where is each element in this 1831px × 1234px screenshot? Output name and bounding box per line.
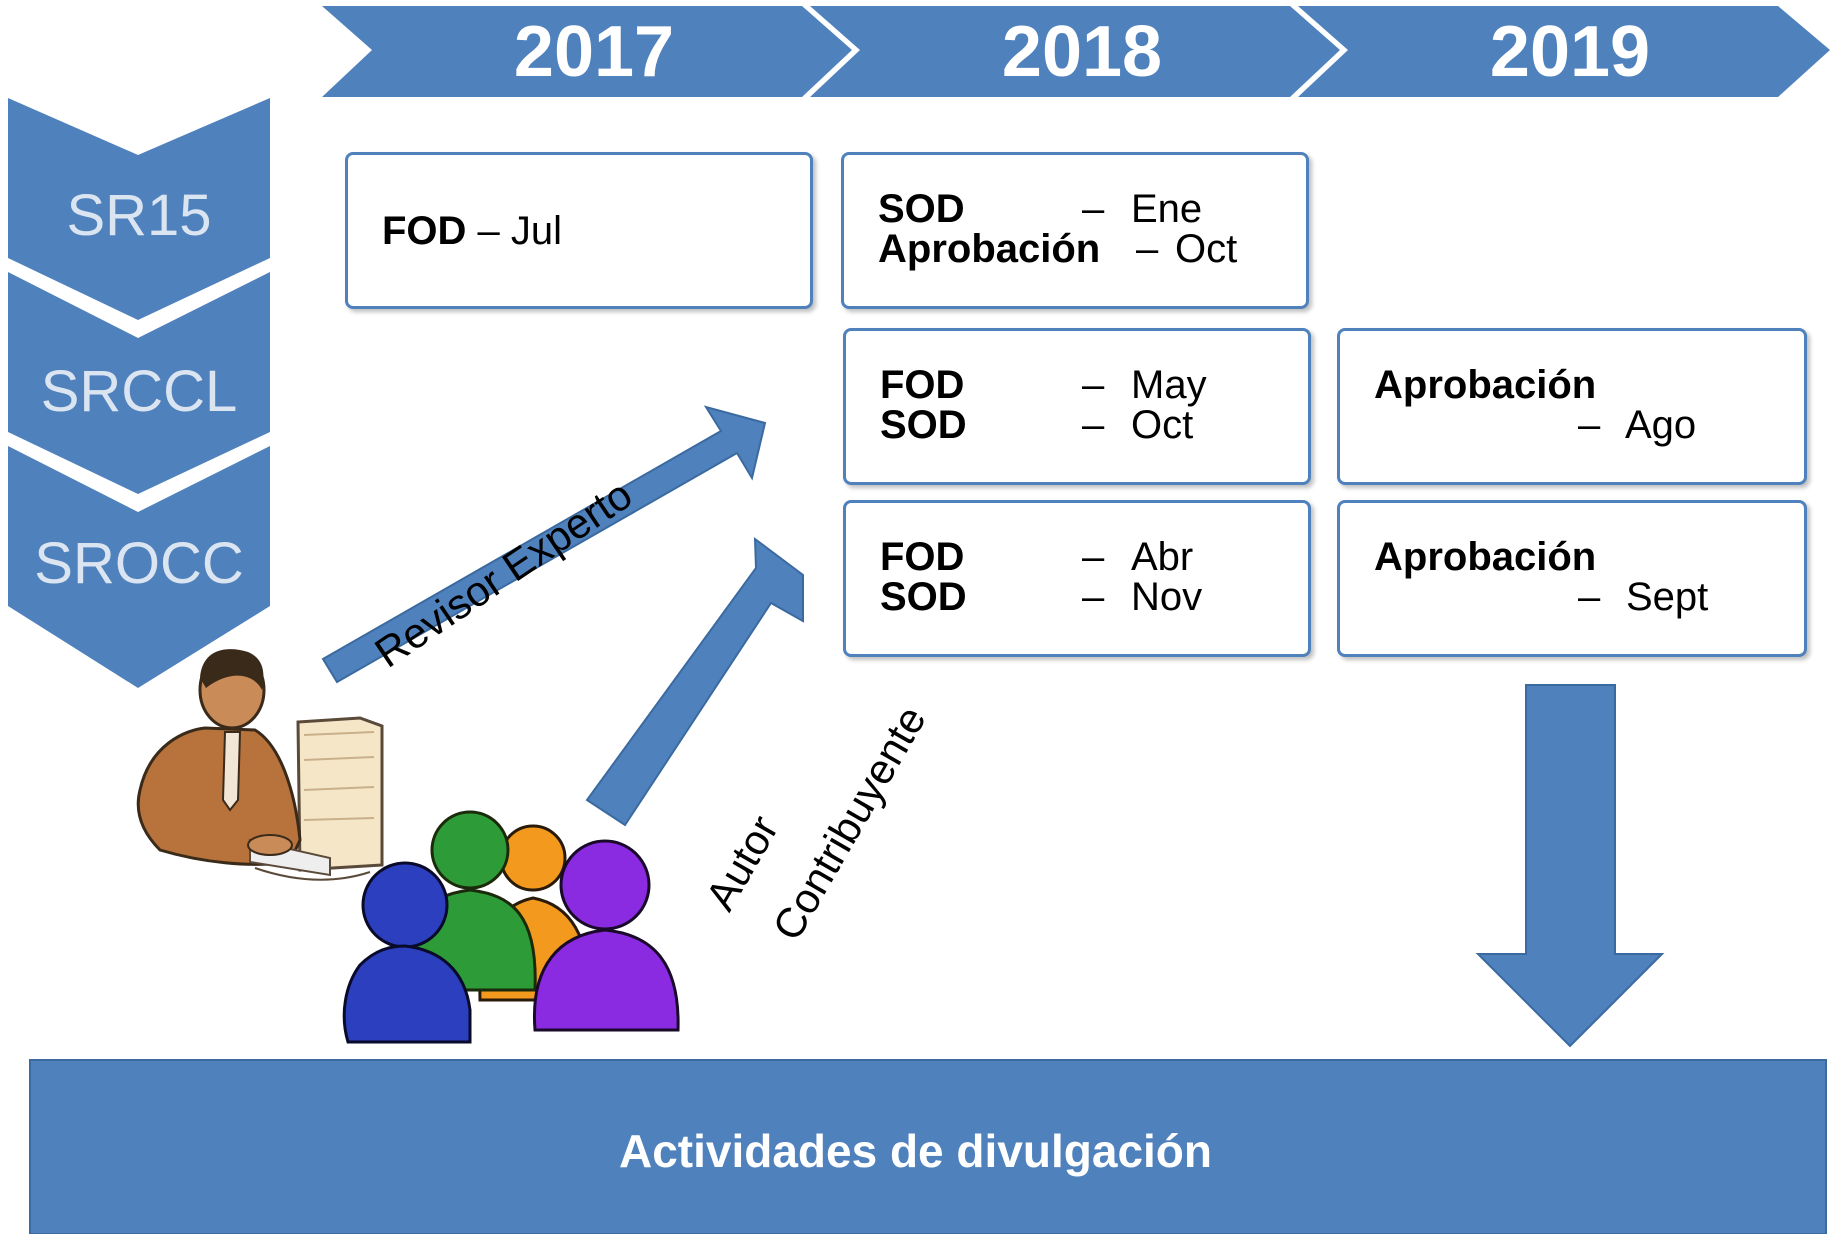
cell-dash: – [1082, 403, 1105, 447]
banner-title: Actividades de divulgación [618, 1125, 1213, 1177]
author-arrow [585, 536, 804, 827]
cell-sr15-2017: FOD – Jul [345, 152, 813, 309]
person-at-computer-icon [136, 649, 384, 881]
cell-label: SOD [878, 187, 965, 231]
people-group-icon [342, 810, 680, 1044]
cell-label: Aprobación [878, 227, 1101, 271]
year-chevron-2017 [322, 6, 852, 97]
bottom-banner [29, 1059, 1827, 1234]
year-chevron-2018 [810, 6, 1340, 97]
cell-label: SOD [880, 575, 967, 619]
report-chevron-srocc [8, 446, 270, 688]
down-arrow [1475, 684, 1665, 1048]
cell-dash: – [1082, 187, 1105, 231]
cell-label: FOD [880, 535, 965, 579]
cell-value: Oct [1175, 227, 1238, 271]
cell-value: Oct [1131, 403, 1194, 447]
cell-dash: – [1578, 575, 1601, 619]
year-label-2017: 2017 [513, 12, 675, 92]
cell-value: Nov [1131, 575, 1203, 619]
cell-value: Ene [1131, 187, 1203, 231]
year-label-2019: 2019 [1489, 12, 1651, 92]
cell-label: FOD [880, 363, 965, 407]
cell-label: Aprobación [1374, 363, 1597, 407]
reviewer-arrow [321, 405, 767, 684]
cell-srccl-2018: FOD – May SOD – Oct [843, 328, 1311, 485]
cell-sr15-2018: SOD – Ene Aprobación – Oct [841, 152, 1309, 309]
cell-dash: – [1082, 535, 1105, 579]
cell-dash: – [1136, 227, 1159, 271]
cell-label: SOD [880, 403, 967, 447]
cell-dash: – [1082, 363, 1105, 407]
cell-dash: – [1082, 575, 1105, 619]
cell-label: Aprobación [1374, 535, 1597, 579]
cell-text: FOD – Jul [382, 209, 563, 253]
cell-value: May [1131, 363, 1207, 407]
cell-srocc-2018: FOD – Abr SOD – Nov [843, 500, 1311, 657]
year-chevron-2019 [1298, 6, 1830, 97]
cell-dash: – [1578, 403, 1601, 447]
report-label-srccl: SRCCL [40, 359, 238, 424]
cell-srccl-2019: Aprobación – Ago [1337, 328, 1807, 485]
cell-value: Abr [1131, 535, 1194, 579]
cell-srocc-2019: Aprobación – Sept [1337, 500, 1807, 657]
cell-value: Ago [1625, 403, 1697, 447]
report-label-srocc: SROCC [34, 531, 244, 596]
report-chevron-srccl [8, 272, 270, 494]
report-label-sr15: SR15 [66, 183, 212, 248]
report-chevron-sr15 [8, 98, 270, 320]
cell-value: Sept [1626, 575, 1709, 619]
year-label-2018: 2018 [1001, 12, 1163, 92]
